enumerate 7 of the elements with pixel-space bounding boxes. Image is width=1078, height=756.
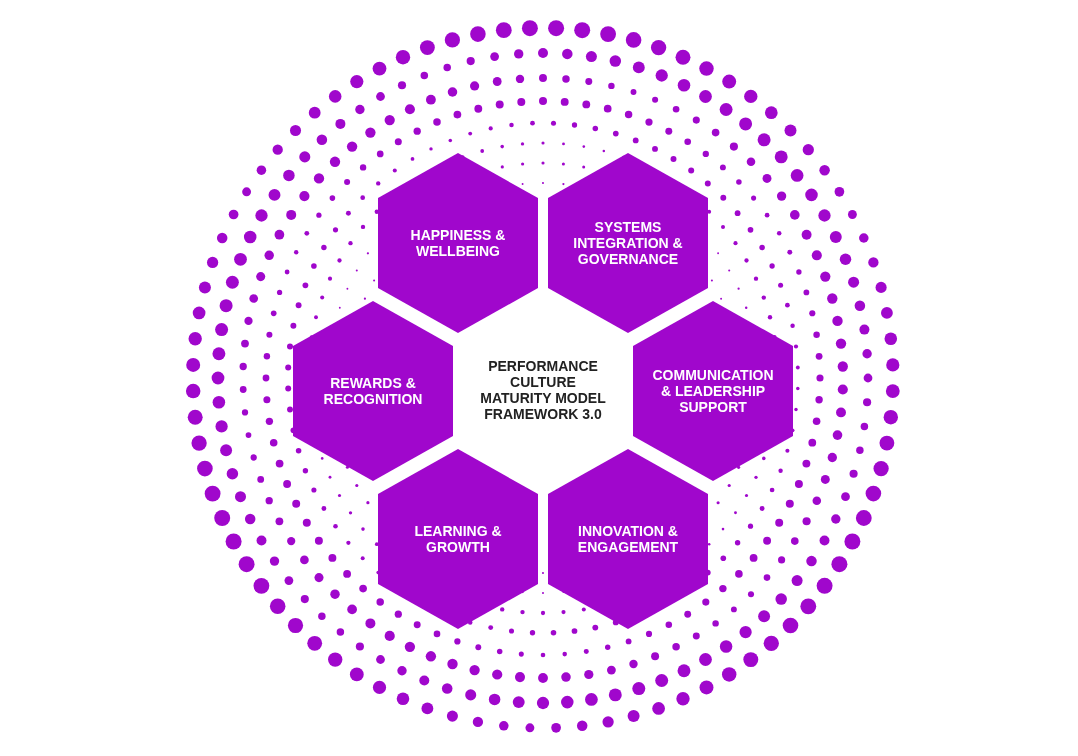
center-title: PERFORMANCE CULTURE MATURITY MODEL FRAMEWORK 3.0 xyxy=(479,358,607,422)
tile-label: COMMUNICATION & LEADERSHIP SUPPORT xyxy=(651,367,775,415)
tile-label: INNOVATION & ENGAGEMENT xyxy=(576,523,680,555)
tile-label: HAPPINESS & WELLBEING xyxy=(409,227,507,259)
tile-label: LEARNING & GROWTH xyxy=(413,523,503,555)
tile-label: SYSTEMS INTEGRATION & GOVERNANCE xyxy=(572,219,684,267)
tile-label: REWARDS & RECOGNITION xyxy=(322,375,424,407)
